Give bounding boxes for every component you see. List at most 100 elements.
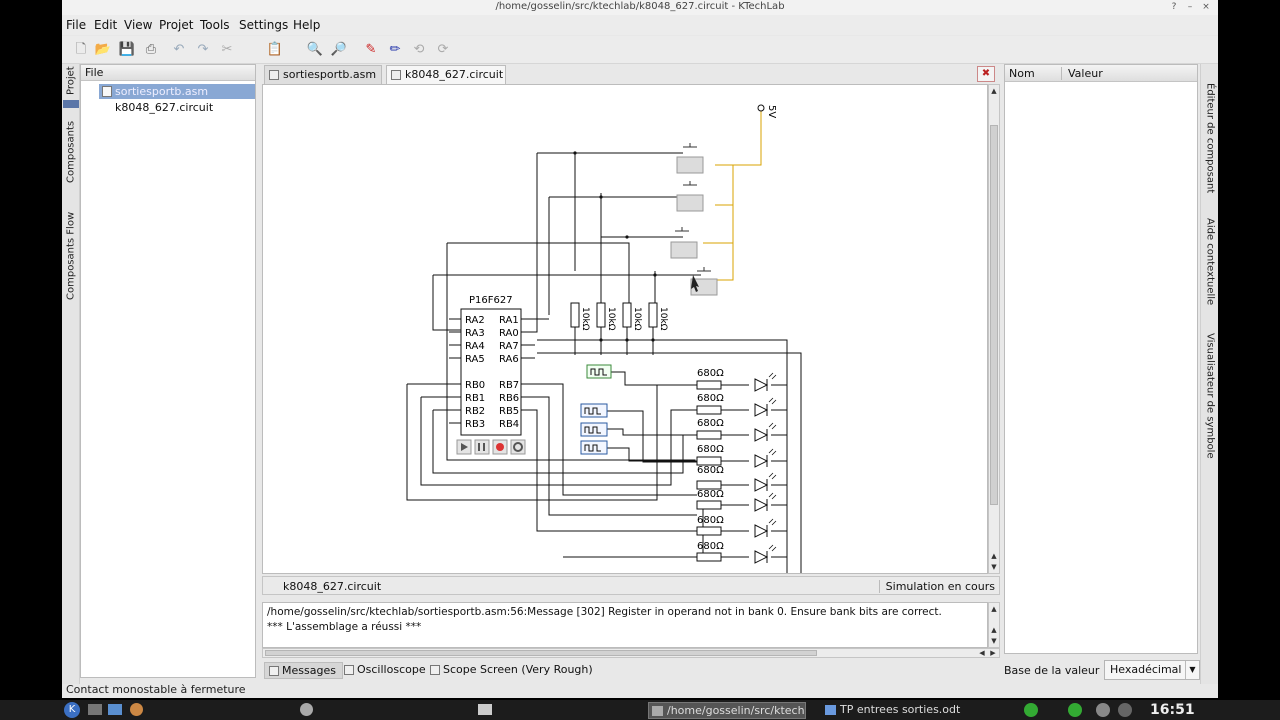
push-switch[interactable] [676,194,704,212]
push-switch[interactable] [676,156,704,174]
tab-projet[interactable]: Projet [65,66,77,96]
draw-icon[interactable]: ✎ [365,42,377,57]
led[interactable] [754,378,769,392]
pic-chip[interactable] [460,308,522,436]
led[interactable] [754,550,769,564]
tab-sortiesportb-asm[interactable]: sortiesportb.asm [264,65,382,84]
messages-horizontal-scrollbar[interactable]: ◀ ▶ [262,648,1000,658]
led[interactable] [754,428,769,442]
project-header[interactable]: File [81,65,255,81]
led[interactable] [754,403,769,417]
help-icon[interactable]: ? [1171,2,1177,12]
clock[interactable]: 16:51 [1150,702,1195,718]
led-resistor[interactable] [696,500,722,510]
tab-composants-flow[interactable]: Composants Flow [65,211,77,301]
circuit-canvas[interactable]: 5V 10kΩ 10kΩ 10kΩ 10kΩ [262,84,988,574]
led[interactable] [754,524,769,538]
tray-update-icon[interactable] [1068,703,1082,717]
tray-network-icon[interactable] [1024,703,1038,717]
column-value[interactable]: Valeur [1061,67,1103,80]
tree-item-circuit[interactable]: k8048_627.circuit [99,100,255,115]
scroll-up-icon[interactable]: ▲ [991,552,997,560]
led[interactable] [754,498,769,512]
menu-projet[interactable]: Projet [159,18,194,32]
open-icon[interactable]: 📂 [94,42,112,57]
tab-composants[interactable]: Composants [65,120,77,184]
tab-messages[interactable]: Messages [264,662,343,679]
canvas-vertical-scrollbar[interactable]: ▲ ▲ ▼ [988,84,1000,574]
undo-icon[interactable]: ↶ [173,42,185,57]
cut-icon[interactable]: ✂ [221,42,233,57]
scroll-up-icon[interactable]: ▲ [991,87,997,95]
menu-view[interactable]: View [124,18,153,32]
file-manager-icon[interactable] [108,704,122,715]
redo-icon[interactable]: ↷ [197,42,209,57]
push-switch[interactable] [670,241,698,259]
menu-file[interactable]: File [66,18,87,32]
paste-icon[interactable]: 📋 [266,42,284,57]
scroll-left-icon[interactable]: ◀ [979,649,985,657]
rotate-ccw-icon[interactable]: ⟲ [413,42,425,57]
led-resistor[interactable] [696,405,722,415]
browser-icon[interactable] [130,703,143,716]
scroll-right-icon[interactable]: ▶ [990,649,996,657]
base-value-select[interactable]: Hexadécimal ▼ [1104,660,1200,680]
messages-output[interactable]: /home/gosselin/src/ktechlab/sortiesportb… [262,602,988,648]
kde-menu-icon[interactable]: K [64,702,80,718]
pullup-resistor[interactable] [570,302,580,328]
task-openoffice[interactable]: TP entrees sorties.odt [822,702,972,719]
tray-volume-icon[interactable] [1096,703,1110,717]
scroll-up-icon[interactable]: ▲ [991,605,997,613]
zoom-out-icon[interactable]: 🔎 [330,42,348,57]
led-resistor[interactable] [696,456,722,466]
led-resistor[interactable] [696,552,722,562]
tab-aide-contextuelle[interactable]: Aide contextuelle [1204,218,1216,306]
resistor-label: 680Ω [697,418,724,429]
minimize-icon[interactable]: – [1187,2,1193,12]
led-resistor[interactable] [696,480,722,490]
pullup-resistor[interactable] [622,302,632,328]
menu-settings[interactable]: Settings [239,18,289,32]
scroll-up-icon[interactable]: ▲ [991,626,997,634]
menu-tools[interactable]: Tools [200,18,230,32]
led[interactable] [754,454,769,468]
close-icon[interactable]: × [1202,2,1210,12]
desktop-icon[interactable] [88,704,102,715]
led-resistor[interactable] [696,380,722,390]
tree-item-asm[interactable]: sortiesportb.asm [99,84,255,99]
led-resistor[interactable] [696,430,722,440]
app-icon[interactable] [300,703,313,716]
new-icon[interactable]: 🗋 [75,42,87,57]
scroll-down-icon[interactable]: ▼ [991,637,997,645]
tab-k8048-circuit[interactable]: k8048_627.circuit [386,65,506,84]
scroll-down-icon[interactable]: ▼ [991,563,997,571]
supply-node[interactable] [757,104,765,112]
tab-editeur-composant[interactable]: Éditeur de composant [1204,82,1216,194]
title-bar[interactable]: /home/gosselin/src/ktechlab/k8048_627.ci… [62,0,1218,15]
task-ktechlab[interactable]: /home/gosselin/src/ktechl... [648,702,806,719]
zoom-in-icon[interactable]: 🔍 [306,42,324,57]
pullup-label: 10kΩ [580,307,590,331]
tray-clipboard-icon[interactable] [1118,703,1132,717]
print-icon[interactable]: ⎙ [145,42,157,57]
menu-help[interactable]: Help [293,18,321,32]
messages-vertical-scrollbar[interactable]: ▲ ▲ ▼ [988,602,1000,648]
tab-visualisateur-symbole[interactable]: Visualisateur de symbole [1204,333,1216,459]
circuit-schematic[interactable]: 5V 10kΩ 10kΩ 10kΩ 10kΩ [263,85,988,574]
terminal-icon[interactable] [478,704,492,715]
save-icon[interactable]: 💾 [118,42,136,57]
tab-scope-screen[interactable]: Scope Screen (Very Rough) [426,662,599,679]
scroll-thumb[interactable] [265,650,817,656]
menu-edit[interactable]: Edit [94,18,118,32]
pic-pause-icon[interactable] [474,439,490,455]
tab-oscilloscope[interactable]: Oscilloscope [340,662,432,679]
pullup-resistor[interactable] [596,302,606,328]
column-name[interactable]: Nom [1009,67,1035,80]
led-resistor[interactable] [696,526,722,536]
scroll-thumb[interactable] [990,125,998,505]
led[interactable] [754,478,769,492]
pullup-resistor[interactable] [648,302,658,328]
close-document-icon[interactable]: ✖ [977,66,995,82]
pen-icon[interactable]: ✏ [389,42,401,57]
rotate-cw-icon[interactable]: ⟳ [437,42,449,57]
